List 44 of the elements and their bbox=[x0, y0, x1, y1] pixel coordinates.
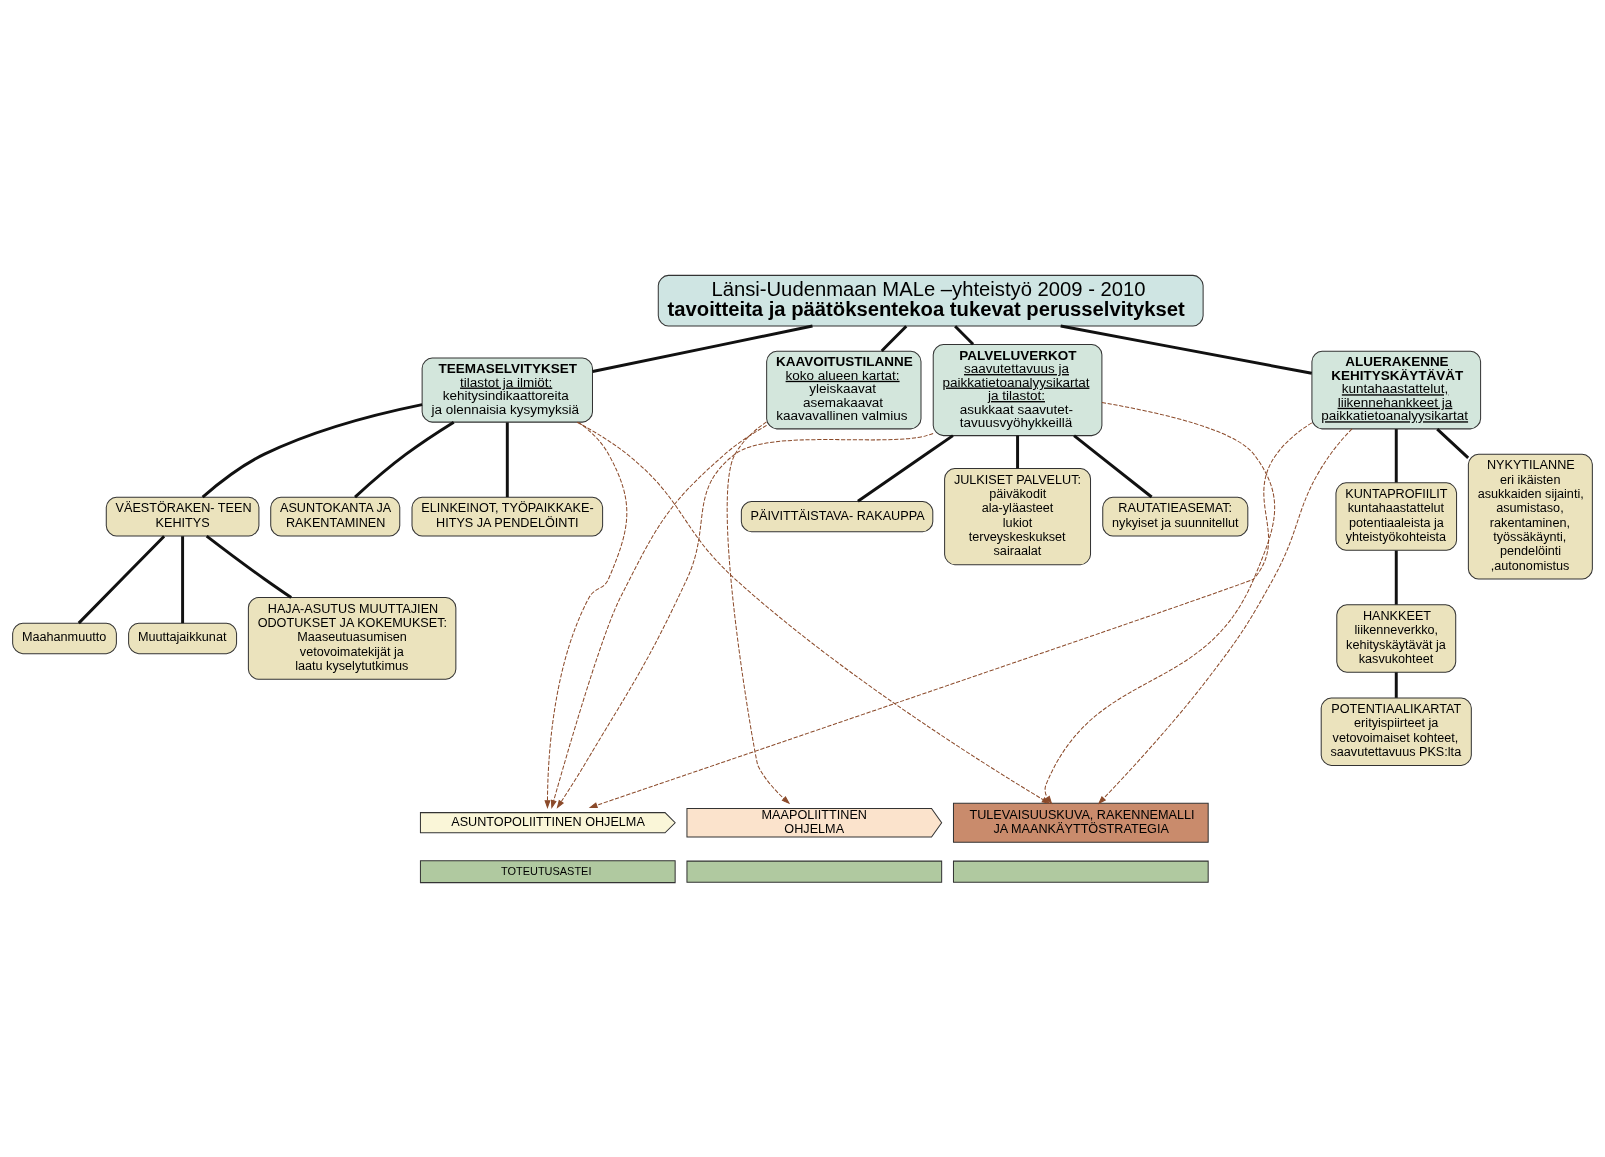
node-box: VÄESTÖRAKEN- TEEN KEHITYS bbox=[105, 496, 260, 536]
arrow bbox=[1097, 427, 1353, 804]
node-box: PÄIVITTÄISTAVA- RAKAUPPA bbox=[740, 500, 934, 532]
connector bbox=[354, 420, 455, 498]
node-bar bbox=[686, 860, 943, 883]
connector bbox=[1394, 671, 1398, 698]
connector bbox=[201, 402, 423, 498]
node-box: NYKYTILANNE eri ikäisten asukkaiden sijainti, asumistaso, rakentaminen, työssäkäynti, pendelöinti ,autonomistus bbox=[1467, 453, 1593, 579]
connector bbox=[954, 324, 975, 345]
node-box: POTENTIAALIKARTAT erityispiirteet ja vetovoimaiset kohteet, saavutettavuus PKS:lta bbox=[1320, 696, 1472, 766]
connector bbox=[1073, 433, 1153, 498]
node-box: ELINKEINOT, TYÖPAIKKAKE- HITYS JA PENDELÖINTI bbox=[411, 496, 604, 536]
node-box: Länsi-Uudenmaan MALe –yhteistyö 2009 - 2010 tavoitteita ja päätöksentekoa tukevat perusselvitykset bbox=[657, 274, 1204, 326]
connector bbox=[880, 324, 908, 352]
arrow bbox=[588, 421, 1313, 808]
connector bbox=[77, 534, 166, 624]
connector bbox=[1394, 428, 1398, 482]
node-box: HAJA-ASUTUS MUUTTAJIEN ODOTUKSET JA KOKEMUKSET: Maaseutuasumisen vetovoimatekijät ja laatu kyselytutkimus bbox=[247, 596, 457, 680]
node-bar bbox=[952, 860, 1209, 883]
node-box: ALUERAKENNE KEHITYSKÄYTÄVÄT kuntahaastattelut, liikennehankkeet ja paikkatietoanalyysikartat bbox=[1311, 350, 1482, 429]
node-box: Muuttajaikkunat bbox=[128, 622, 238, 654]
arrow bbox=[550, 424, 768, 809]
arrow bbox=[726, 420, 791, 804]
connector bbox=[1016, 435, 1020, 468]
arrow bbox=[576, 421, 1051, 804]
node-box: JULKISET PALVELUT: päiväkodit ala-yläasteet lukiot terveyskeskukset sairaalat bbox=[944, 467, 1092, 565]
connector bbox=[181, 535, 185, 623]
node-box: PALVELUVERKOT saavutettavuus ja paikkatietoanalyysikartat ja tilastot: asukkaat saavutet- tavuusvyöhykkeillä bbox=[932, 343, 1103, 436]
node-box: ASUNTOKANTA JA RAKENTAMINEN bbox=[270, 496, 401, 536]
connector bbox=[205, 534, 292, 599]
node-box: HANKKEET liikenneverkko, kehityskäytävät ja kasvukohteet bbox=[1336, 603, 1457, 673]
node-box: TOTEUTUSASTEI bbox=[419, 859, 676, 883]
node-box: TULEVAISUUSKUVA, RAKENNEMALLI JA MAANKÄYTTÖSTRATEGIA bbox=[952, 802, 1209, 843]
arrow bbox=[544, 421, 628, 809]
node-box: KAAVOITUSTILANNE koko alueen kartat: yleiskaavat asemakaavat kaavavallinen valmius bbox=[766, 350, 922, 429]
node-box: Maahanmuutto bbox=[12, 622, 117, 654]
node-box: RAUTATIEASEMAT: nykyiset ja suunnitellut bbox=[1102, 496, 1249, 536]
node-box: KUNTAPROFIILIT kuntahaastattelut potentiaaleista ja yhteistyökohteista bbox=[1335, 481, 1458, 551]
node-box: TEEMASELVITYKSET tilastot ja ilmiöt: kehitysindikaattoreita ja olennaisia kysymyksiä bbox=[421, 357, 593, 423]
arrow bbox=[1044, 401, 1276, 804]
connector bbox=[1436, 427, 1470, 459]
connector bbox=[857, 433, 954, 503]
connector bbox=[505, 421, 509, 497]
connector bbox=[1394, 550, 1398, 605]
